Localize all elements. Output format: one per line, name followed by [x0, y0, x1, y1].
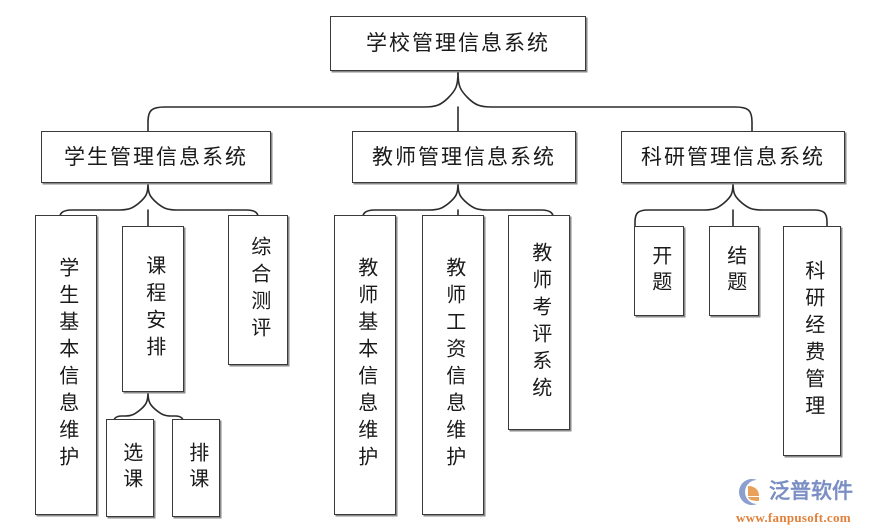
connector-research-to-children	[634, 182, 828, 231]
node-teacher-salary-info[interactable]: 教师工资信息维护	[422, 215, 484, 515]
node-project-conclusion-label: 结题	[723, 245, 746, 297]
watermark-brand-text: 泛普软件	[769, 479, 853, 503]
node-research-fund-management-label: 科研经费管理	[801, 260, 824, 422]
node-course-arrangement[interactable]: 课程安排	[122, 226, 184, 392]
watermark-brand-row: 泛普软件	[735, 475, 853, 508]
node-project-conclusion[interactable]: 结题	[709, 226, 759, 316]
node-comprehensive-evaluation-label: 综合测评	[247, 236, 270, 344]
node-course-selection-label: 选课	[119, 442, 142, 494]
node-project-proposal[interactable]: 开题	[634, 226, 684, 316]
connector-root-to-level2	[147, 71, 753, 134]
node-teacher-basic-info[interactable]: 教师基本信息维护	[334, 215, 396, 515]
node-course-scheduling[interactable]: 排课	[172, 419, 220, 517]
watermark-url: www.fanpusoft.com	[736, 510, 851, 525]
node-project-proposal-label: 开题	[648, 245, 671, 297]
node-teacher-salary-info-label: 教师工资信息维护	[442, 257, 465, 473]
node-teacher-basic-info-label: 教师基本信息维护	[354, 257, 377, 473]
node-student-mis-label: 学生管理信息系统	[64, 144, 248, 169]
node-course-arrangement-label: 课程安排	[142, 255, 165, 363]
node-research-mis[interactable]: 科研管理信息系统	[621, 131, 845, 183]
fanpu-logo-icon	[735, 477, 765, 507]
watermark: 泛普软件 www.fanpusoft.com	[735, 473, 865, 528]
node-teacher-mis-label: 教师管理信息系统	[372, 144, 556, 169]
node-research-mis-label: 科研管理信息系统	[641, 144, 825, 169]
node-teacher-evaluation-system[interactable]: 教师考评系统	[508, 215, 570, 430]
node-course-scheduling-label: 排课	[185, 442, 208, 494]
node-student-basic-info-label: 学生基本信息维护	[55, 257, 78, 473]
node-course-selection[interactable]: 选课	[106, 419, 154, 517]
node-student-basic-info[interactable]: 学生基本信息维护	[35, 215, 97, 515]
node-comprehensive-evaluation[interactable]: 综合测评	[228, 215, 288, 365]
node-teacher-evaluation-system-label: 教师考评系统	[528, 241, 551, 404]
node-root-label: 学校管理信息系统	[366, 31, 550, 56]
node-teacher-mis[interactable]: 教师管理信息系统	[352, 131, 576, 183]
node-root[interactable]: 学校管理信息系统	[330, 16, 586, 71]
node-research-fund-management[interactable]: 科研经费管理	[783, 226, 841, 456]
node-student-mis[interactable]: 学生管理信息系统	[41, 131, 271, 183]
